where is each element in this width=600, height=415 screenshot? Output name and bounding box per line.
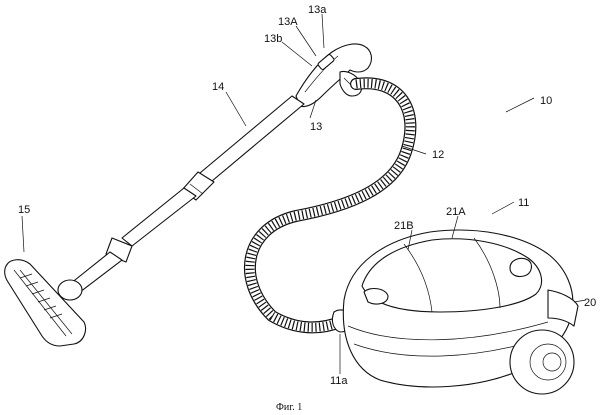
top-button: [509, 257, 533, 278]
reference-labels: 13a 13A 13b 13 14 10 12 15 11 21B 21A 20…: [18, 4, 596, 413]
rear-wheel: [509, 329, 575, 395]
label-21A: 21A: [446, 206, 466, 218]
handle: [295, 43, 373, 108]
label-13A: 13A: [278, 16, 298, 28]
label-11: 11: [518, 197, 529, 209]
label-12: 12: [432, 149, 444, 161]
figure-caption: Фиг. 1: [276, 402, 302, 413]
label-11a: 11a: [330, 375, 348, 387]
label-15: 15: [18, 204, 30, 216]
label-13a: 13a: [308, 4, 327, 16]
label-20: 20: [584, 297, 596, 309]
label-13b: 13b: [264, 33, 282, 45]
floor-nozzle: [4, 259, 87, 347]
extension-pipe: [69, 95, 305, 293]
handle-button: [317, 54, 335, 70]
label-21B: 21B: [394, 220, 414, 232]
rear-panel: [547, 289, 579, 327]
main-body: [342, 229, 579, 395]
label-13: 13: [310, 121, 322, 133]
label-14: 14: [212, 81, 224, 93]
upper-cover: [361, 238, 543, 313]
leader-lines: [21, 13, 587, 374]
label-10: 10: [540, 95, 552, 107]
